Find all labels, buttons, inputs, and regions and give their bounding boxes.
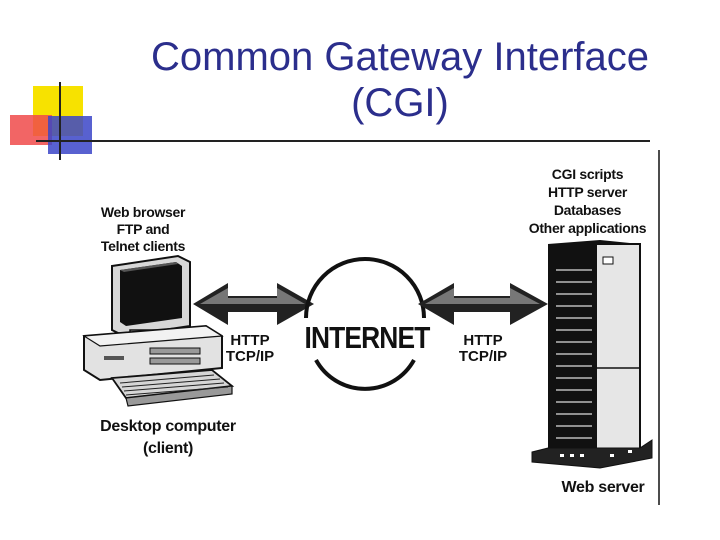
left-double-arrow <box>193 283 314 325</box>
label-databases: Databases <box>553 202 622 218</box>
right-protocol-label: HTTP TCP/IP <box>448 333 518 365</box>
label-cgi-scripts: CGI scripts <box>551 166 624 182</box>
label-http-server: HTTP server <box>548 184 627 200</box>
desktop-caption: Desktop computer (client) <box>88 416 248 460</box>
label-web-browser: Web browser <box>100 204 186 220</box>
desktop-caption-line-2: (client) <box>142 440 194 457</box>
server-software-labels: CGI scripts HTTP server Databases Other … <box>520 165 655 237</box>
slide-title: Common Gateway Interface (CGI) <box>100 34 700 126</box>
right-protocol-tcpip: TCP/IP <box>458 348 508 365</box>
deco-blue-square <box>48 116 92 154</box>
left-protocol-http: HTTP <box>230 332 270 349</box>
title-line-2: (CGI) <box>351 81 449 125</box>
desktop-caption-line-1: Desktop computer <box>100 418 236 435</box>
web-server-caption: Web server <box>561 479 645 496</box>
internet-globe <box>304 257 426 391</box>
left-protocol-tcpip: TCP/IP <box>225 348 275 365</box>
right-double-arrow <box>418 283 548 325</box>
label-telnet-clients: Telnet clients <box>100 238 186 254</box>
left-protocol-label: HTTP TCP/IP <box>215 333 285 365</box>
internet-label: INTERNET <box>304 320 431 355</box>
title-line-1: Common Gateway Interface <box>151 35 649 79</box>
label-ftp-and: FTP and <box>116 221 170 237</box>
desktop-computer-icon <box>82 254 235 407</box>
right-protocol-http: HTTP <box>463 332 503 349</box>
title-decoration <box>10 82 650 160</box>
label-other-applications: Other applications <box>528 220 647 236</box>
client-software-labels: Web browser FTP and Telnet clients <box>88 204 198 255</box>
web-server-icon <box>531 240 653 469</box>
